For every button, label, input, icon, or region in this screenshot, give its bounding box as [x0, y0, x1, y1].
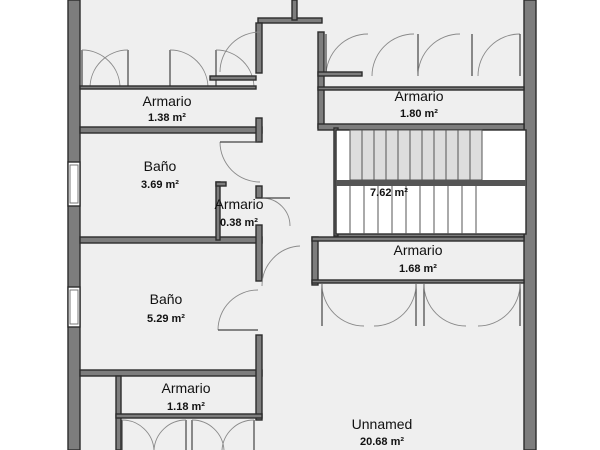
room-name-armario-5: Armario: [161, 380, 210, 396]
room-area-unnamed: 20.68 m²: [360, 436, 404, 448]
corridor-doors: [217, 31, 301, 331]
room-name-armario-1: Armario: [142, 93, 191, 109]
room-area-armario-5: 1.18 m²: [167, 401, 205, 413]
room-area-stairs: 7.62 m²: [370, 187, 408, 199]
room-name-bano-1: Baño: [144, 158, 177, 174]
room-name-armario-2: Armario: [394, 88, 443, 104]
room-area-armario-4: 1.68 m²: [399, 263, 437, 275]
interior-walls: [79, 0, 525, 450]
room-name-armario-4: Armario: [393, 242, 442, 258]
room-area-armario-1: 1.38 m²: [148, 112, 186, 124]
room-name-armario-3: Armario: [214, 196, 263, 212]
wardrobe-doors-middle-right: [321, 283, 521, 327]
wardrobe-doors-top-right: [317, 33, 521, 77]
room-area-armario-2: 1.80 m²: [400, 108, 438, 120]
room-area-bano-1: 3.69 m²: [141, 179, 179, 191]
wardrobe-doors-bottom: [121, 419, 255, 450]
room-labels: Armario 1.38 m² Armario 1.80 m² Baño 3.6…: [141, 88, 444, 448]
room-name-unnamed: Unnamed: [352, 416, 413, 432]
windows: [69, 164, 79, 325]
staircase: [335, 129, 527, 235]
wardrobe-doors-top-left: [79, 49, 257, 90]
room-area-bano-2: 5.29 m²: [147, 313, 185, 325]
room-area-armario-3: 0.38 m²: [220, 217, 258, 229]
room-name-bano-2: Baño: [150, 291, 183, 307]
